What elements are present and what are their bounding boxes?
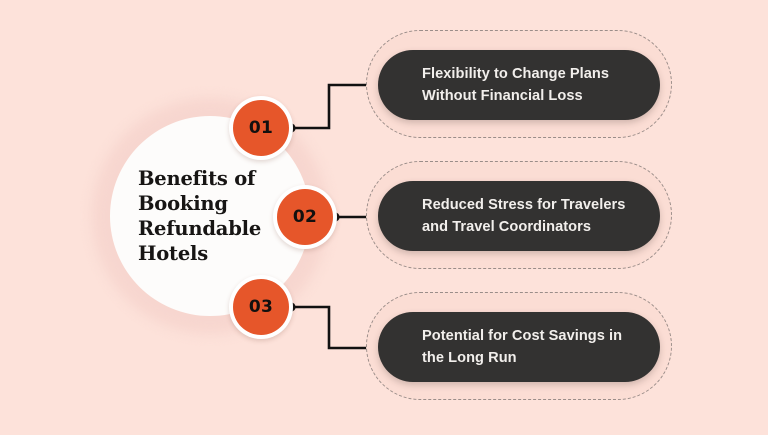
page-title: Benefits of Booking Refundable Hotels [138,167,262,265]
benefit-card-1[interactable]: Flexibility to Change Plans Without Fina… [378,50,660,120]
step-badge-2-number: 02 [277,189,333,245]
benefit-card-3-text: Potential for Cost Savings in the Long R… [422,328,623,366]
benefit-card-2-text: Reduced Stress for Travelers and Travel … [422,197,626,235]
connector-line-1 [286,83,380,133]
step-badge-2[interactable]: 02 [273,185,337,249]
benefit-card-2[interactable]: Reduced Stress for Travelers and Travel … [378,181,660,251]
step-badge-3[interactable]: 03 [229,275,293,339]
step-badge-3-number: 03 [233,279,289,335]
step-badge-1-number: 01 [233,100,289,156]
benefit-card-3[interactable]: Potential for Cost Savings in the Long R… [378,312,660,382]
benefit-card-1-text: Flexibility to Change Plans Without Fina… [422,66,610,104]
step-badge-1[interactable]: 01 [229,96,293,160]
